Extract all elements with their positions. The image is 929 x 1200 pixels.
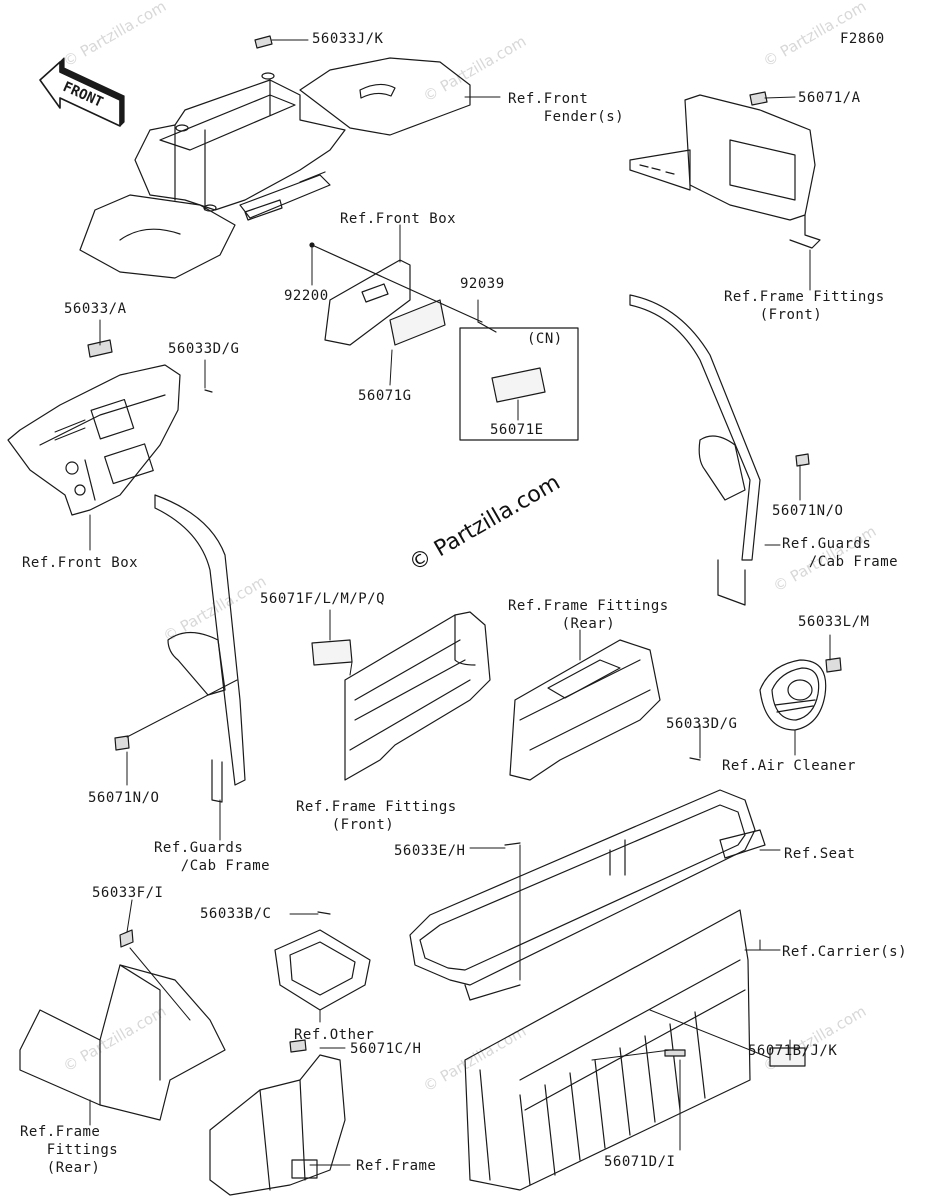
label-56033fi[interactable]: 56033F/I: [92, 885, 164, 901]
frame-fittings-rear-bottom: [19, 929, 226, 1121]
diagram-code: F2860: [840, 31, 885, 47]
frame-rear-section: [209, 1039, 346, 1196]
front-arrow-icon: FRONT: [39, 57, 125, 127]
guard-cab-frame-left: [114, 494, 246, 803]
label-92039[interactable]: 92039: [460, 276, 505, 292]
label-ref-front-fender[interactable]: Ref.Front Fender(s): [508, 91, 625, 125]
label-ref-carriers[interactable]: Ref.Carrier(s): [782, 944, 908, 960]
label-56033a[interactable]: 56033/A: [64, 301, 127, 317]
label-ref-frame-fittings-rear-bottom[interactable]: Ref.Frame Fittings (Rear): [20, 1124, 119, 1176]
label-56071no-left[interactable]: 56071N/O: [88, 790, 160, 806]
instrument-panel: [7, 339, 213, 516]
label-ref-guards-left[interactable]: Ref.Guards /Cab Frame: [154, 840, 271, 874]
label-ref-frame-fittings-front-top[interactable]: Ref.Frame Fittings (Front): [724, 289, 885, 323]
front-fender-assembly: [79, 35, 471, 279]
label-ref-other[interactable]: Ref.Other: [294, 1027, 375, 1043]
label-56033eh[interactable]: 56033E/H: [394, 843, 466, 859]
label-56033bc[interactable]: 56033B/C: [200, 906, 272, 922]
label-56071flmpq[interactable]: 56071F/L/M/P/Q: [260, 591, 386, 607]
label-ref-front-box-left[interactable]: Ref.Front Box: [22, 555, 139, 571]
label-cn-group: (CN): [527, 331, 563, 347]
front-box-glovebox: [309, 242, 579, 441]
air-cleaner-cover: [759, 657, 842, 731]
label-56033dg-top[interactable]: 56033D/G: [168, 341, 240, 357]
label-56071e[interactable]: 56071E: [490, 422, 544, 438]
label-ref-seat[interactable]: Ref.Seat: [784, 846, 856, 862]
label-56071ch[interactable]: 56071C/H: [350, 1041, 422, 1057]
label-56071no-right[interactable]: 56071N/O: [772, 503, 844, 519]
carrier-deck-rear: [464, 909, 806, 1191]
label-56071g[interactable]: 56071G: [358, 388, 412, 404]
label-56033dg-mid[interactable]: 56033D/G: [666, 716, 738, 732]
label-92200[interactable]: 92200: [284, 288, 329, 304]
carrier-rack-frame: [409, 789, 766, 1001]
label-56071di[interactable]: 56071D/I: [604, 1154, 676, 1170]
label-56071a[interactable]: 56071/A: [798, 90, 861, 106]
seat-base-other: [274, 911, 371, 1011]
label-ref-front-box-top[interactable]: Ref.Front Box: [340, 211, 457, 227]
label-56033lm[interactable]: 56033L/M: [798, 614, 870, 630]
label-56071bjk[interactable]: 56071B/J/K: [748, 1043, 838, 1059]
label-ref-frame-fittings-rear-mid[interactable]: Ref.Frame Fittings (Rear): [508, 598, 669, 632]
frame-fittings-front-center: [311, 611, 491, 781]
label-ref-air-cleaner[interactable]: Ref.Air Cleaner: [722, 758, 856, 774]
label-ref-guards-right[interactable]: Ref.Guards /Cab Frame: [782, 536, 899, 570]
label-56033jk[interactable]: 56033J/K: [312, 31, 384, 47]
label-ref-frame-fittings-front-mid[interactable]: Ref.Frame Fittings (Front): [296, 799, 457, 833]
label-ref-frame[interactable]: Ref.Frame: [356, 1158, 437, 1174]
frame-fittings-rear-center: [509, 639, 701, 781]
guard-cab-frame-right: [629, 294, 810, 606]
frame-fittings-front-top: [629, 91, 821, 249]
leader-lines: [89, 39, 831, 1166]
